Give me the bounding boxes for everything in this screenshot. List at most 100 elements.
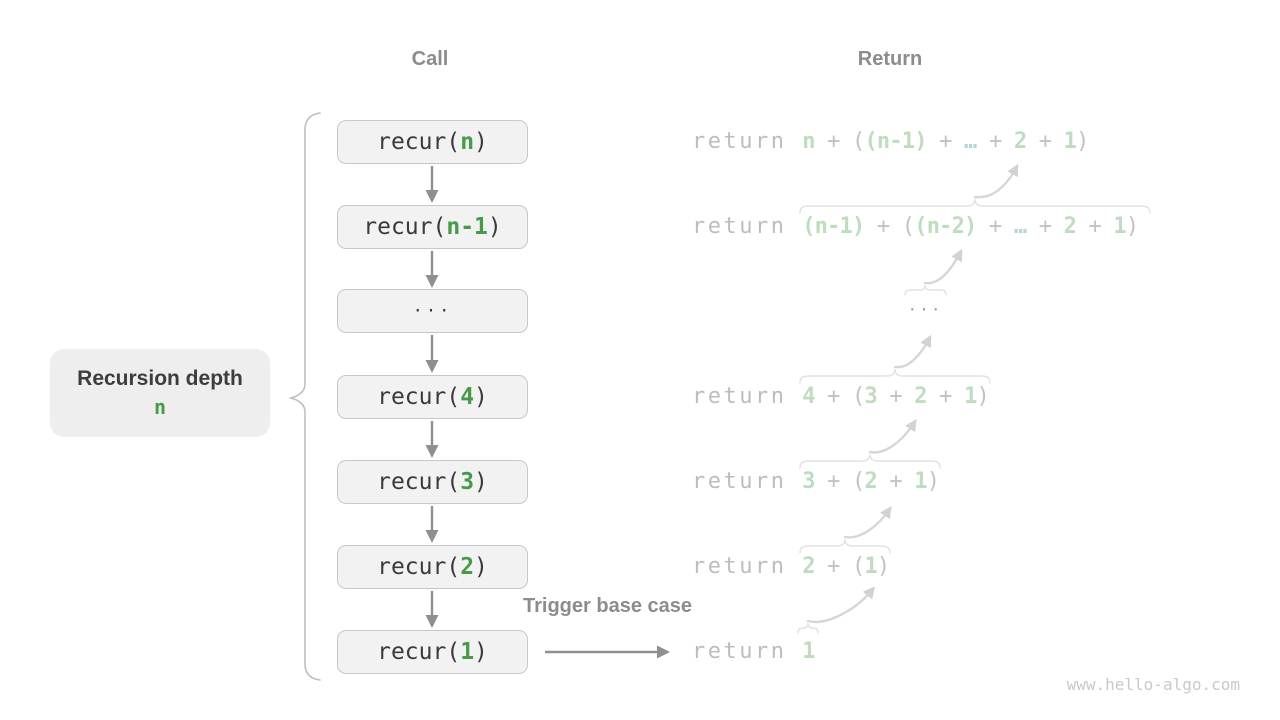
text-segment: (	[852, 129, 865, 154]
text-segment: )	[926, 469, 940, 494]
text-segment: n-1	[446, 214, 488, 240]
text-segment: 2	[914, 384, 927, 409]
text-segment: +	[976, 129, 1014, 154]
text-segment: 3	[802, 469, 815, 494]
text-segment: +	[814, 469, 853, 494]
text-segment: +	[814, 554, 853, 579]
text-segment: (	[852, 554, 865, 579]
text-segment: )	[474, 639, 488, 665]
text-segment: +	[1026, 129, 1064, 154]
call-box-recur-1: recur(1)	[337, 630, 528, 674]
trigger-base-case-label: Trigger base case	[523, 595, 692, 617]
return-expr-ellipsis: ···	[895, 298, 955, 322]
overbrace-icon	[799, 198, 1151, 214]
overbrace-icon	[799, 538, 891, 554]
call-column-header: Call	[411, 48, 449, 70]
text-segment: return	[692, 384, 803, 409]
text-segment: +	[864, 214, 902, 239]
text-segment: +	[926, 384, 965, 409]
overbrace-icon	[799, 453, 941, 469]
recursion-depth-label: Recursion depth n	[50, 349, 270, 437]
overbrace-icon	[797, 622, 819, 634]
text-segment: 1	[460, 639, 475, 665]
curved-up-arrow-icon	[806, 586, 876, 624]
recursion-depth-value: n	[153, 395, 167, 419]
text-segment: 1	[864, 554, 877, 579]
text-segment: 4	[460, 384, 475, 410]
text-segment: ···	[412, 301, 453, 321]
text-segment: …	[964, 129, 977, 154]
text-segment: (n-1)	[864, 129, 927, 154]
text-segment: )	[487, 214, 502, 240]
return-expr-n: return n + ((n-1) + … + 2 + 1)	[692, 127, 1089, 157]
text-segment: n	[802, 129, 815, 154]
curved-up-arrow-icon	[923, 248, 963, 285]
overbrace-icon	[904, 284, 947, 296]
text-segment: )	[474, 384, 488, 410]
text-segment: 2	[1063, 214, 1077, 239]
text-segment: +	[876, 469, 915, 494]
text-segment: 2	[1013, 129, 1027, 154]
text-segment: (	[852, 384, 865, 409]
text-segment: )	[474, 469, 488, 495]
call-box-recur-3: recur(3)	[337, 460, 528, 504]
text-segment: 2	[864, 469, 877, 494]
text-segment: return	[692, 639, 803, 664]
curved-up-arrow-icon	[868, 418, 917, 454]
overbrace-icon	[799, 368, 991, 384]
text-segment: recur(	[377, 384, 461, 410]
text-segment: +	[926, 129, 965, 154]
text-segment: (n-1)	[802, 214, 865, 239]
text-segment: )	[1076, 129, 1089, 154]
curved-up-arrow-icon	[973, 163, 1019, 199]
text-segment: recur(	[363, 214, 447, 240]
text-segment: )	[1125, 214, 1139, 239]
text-segment: 3	[864, 384, 877, 409]
text-segment: +	[1026, 214, 1064, 239]
text-segment: +	[814, 384, 853, 409]
text-segment: recur(	[377, 639, 461, 665]
text-segment: return	[692, 214, 803, 239]
text-segment: 1	[1113, 214, 1126, 239]
text-segment: (	[852, 469, 865, 494]
text-segment: 1	[1063, 129, 1077, 154]
text-segment: +	[814, 129, 853, 154]
text-segment: 4	[802, 384, 815, 409]
text-segment: (	[901, 214, 915, 239]
text-segment: ···	[907, 300, 943, 319]
text-segment: 2	[802, 554, 815, 579]
text-segment: return	[692, 129, 803, 154]
curved-up-arrow-icon	[893, 334, 932, 369]
recursion-depth-brace-icon	[288, 112, 321, 681]
call-box-ellipsis: ···	[337, 289, 528, 333]
text-segment: )	[474, 129, 488, 155]
return-expr-n-1: return (n-1) + ((n-2) + … + 2 + 1)	[692, 212, 1139, 242]
text-segment: +	[976, 214, 1014, 239]
watermark-url: www.hello-algo.com	[1066, 675, 1240, 694]
return-expr-2: return 2 + (1)	[692, 552, 890, 582]
return-column-header: Return	[857, 48, 923, 70]
return-expr-3: return 3 + (2 + 1)	[692, 467, 940, 497]
text-segment: +	[1076, 214, 1114, 239]
text-segment: n	[460, 129, 475, 155]
call-box-recur-2: recur(2)	[337, 545, 528, 589]
text-segment: 2	[460, 554, 475, 580]
text-segment: (n-2)	[914, 214, 977, 239]
text-segment: 1	[964, 384, 977, 409]
text-segment: +	[876, 384, 915, 409]
text-segment: return	[692, 469, 803, 494]
return-expr-1: return 1	[692, 637, 816, 667]
call-box-recur-n-1: recur(n-1)	[337, 205, 528, 249]
text-segment: )	[876, 554, 890, 579]
text-segment: return	[692, 554, 803, 579]
call-box-recur-4: recur(4)	[337, 375, 528, 419]
text-segment: recur(	[377, 554, 461, 580]
text-segment: recur(	[377, 469, 461, 495]
curved-up-arrow-icon	[843, 506, 892, 539]
text-segment: 1	[802, 639, 815, 664]
text-segment: 1	[914, 469, 927, 494]
recursion-depth-title: Recursion depth	[77, 367, 243, 390]
text-segment: 3	[460, 469, 475, 495]
text-segment: )	[474, 554, 488, 580]
